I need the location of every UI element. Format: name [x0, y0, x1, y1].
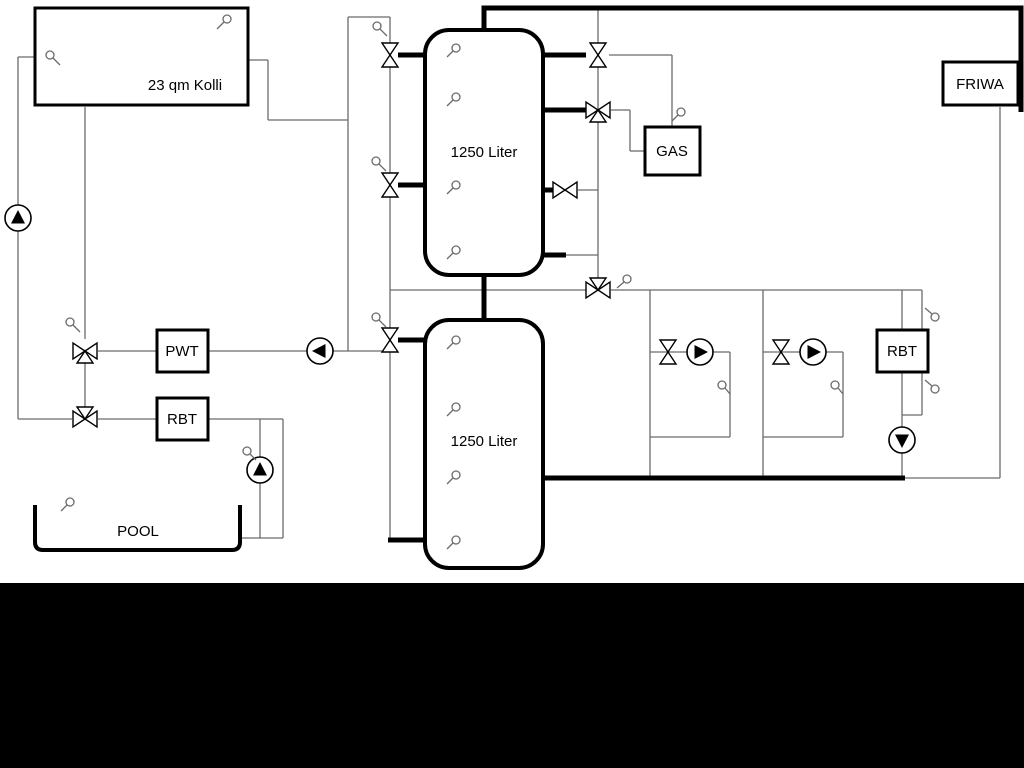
valve-icon — [380, 172, 400, 198]
rbt-right-box — [875, 328, 930, 374]
valve-icon — [588, 42, 608, 68]
collector-box — [33, 6, 250, 107]
valve-icon — [771, 339, 791, 365]
rbt-left-box — [155, 396, 210, 442]
sensor-icon — [446, 43, 461, 58]
pool-label: POOL — [117, 523, 159, 540]
rbt-right-label: RBT — [887, 343, 917, 360]
friwa-station: FRIWA — [941, 60, 1020, 107]
heating-circuit-pump-2-icon — [799, 338, 827, 366]
solar-pump-icon — [4, 204, 32, 232]
sensor-icon — [671, 107, 686, 122]
sensor-icon — [446, 470, 461, 485]
bottom-black-band — [0, 583, 1024, 768]
three-way-valve-icon — [585, 277, 611, 300]
sensor-icon — [924, 307, 940, 322]
tank-bottom-label: 1250 Liter — [451, 433, 518, 450]
three-way-valve-icon — [72, 406, 98, 429]
sensor-icon — [242, 446, 257, 461]
sensor-icon — [65, 317, 81, 333]
sensor-icon — [446, 335, 461, 350]
temperature-sensors — [45, 14, 940, 550]
sensor-icon — [371, 156, 387, 172]
tank-top-label: 1250 Liter — [451, 144, 518, 161]
sensor-icon — [446, 535, 461, 550]
sensor-icon — [371, 312, 387, 328]
pwt-label: PWT — [165, 343, 198, 360]
tank-top-body — [423, 28, 545, 277]
three-way-valve-icon — [72, 341, 98, 364]
valves — [72, 42, 791, 429]
gas-box — [643, 125, 702, 177]
sensor-icon — [446, 180, 461, 195]
rbt-left-heat-exchanger: RBT — [155, 396, 210, 442]
collector-label: 23 qm Kolli — [148, 77, 222, 94]
pwt-heat-exchanger: PWT — [155, 328, 210, 374]
valve-icon — [380, 327, 400, 353]
friwa-label: FRIWA — [956, 76, 1004, 93]
rbt-left-label: RBT — [167, 411, 197, 428]
buffer-tank-bottom: 1250 Liter — [423, 318, 545, 570]
rbt-right-pump-icon — [888, 426, 916, 454]
pipe-network — [17, 10, 1001, 540]
main-pipes — [388, 5, 1024, 543]
gas-boiler: GAS — [643, 125, 702, 177]
three-way-valve-icon — [585, 100, 611, 123]
heating-circuit-pump-1-icon — [686, 338, 714, 366]
pwt-pump-icon — [306, 337, 334, 365]
sensor-icon — [717, 380, 731, 395]
buffer-tank-top: 1250 Liter — [423, 28, 545, 277]
pool-pump-icon — [246, 456, 274, 484]
sensor-icon — [616, 274, 632, 289]
tank-bottom-body — [423, 318, 545, 570]
valve-icon — [380, 42, 400, 68]
pool-basin: POOL — [33, 505, 242, 552]
sensor-icon — [446, 245, 461, 260]
rbt-right-heat-exchanger: RBT — [875, 328, 930, 374]
sensor-icon — [45, 50, 61, 66]
valve-icon — [658, 339, 678, 365]
solar-collector: 23 qm Kolli — [33, 6, 250, 107]
sensor-icon — [446, 92, 461, 107]
sensor-icon — [924, 379, 940, 394]
sensor-icon — [372, 21, 388, 37]
gas-label: GAS — [656, 143, 688, 160]
sensor-icon — [60, 497, 75, 512]
friwa-box — [941, 60, 1020, 107]
valve-icon — [552, 180, 578, 200]
sensor-icon — [446, 402, 461, 417]
sensor-icon — [830, 380, 844, 395]
pool-outline — [33, 505, 242, 552]
pwt-box — [155, 328, 210, 374]
pumps — [4, 204, 916, 484]
sensor-icon — [216, 14, 232, 30]
